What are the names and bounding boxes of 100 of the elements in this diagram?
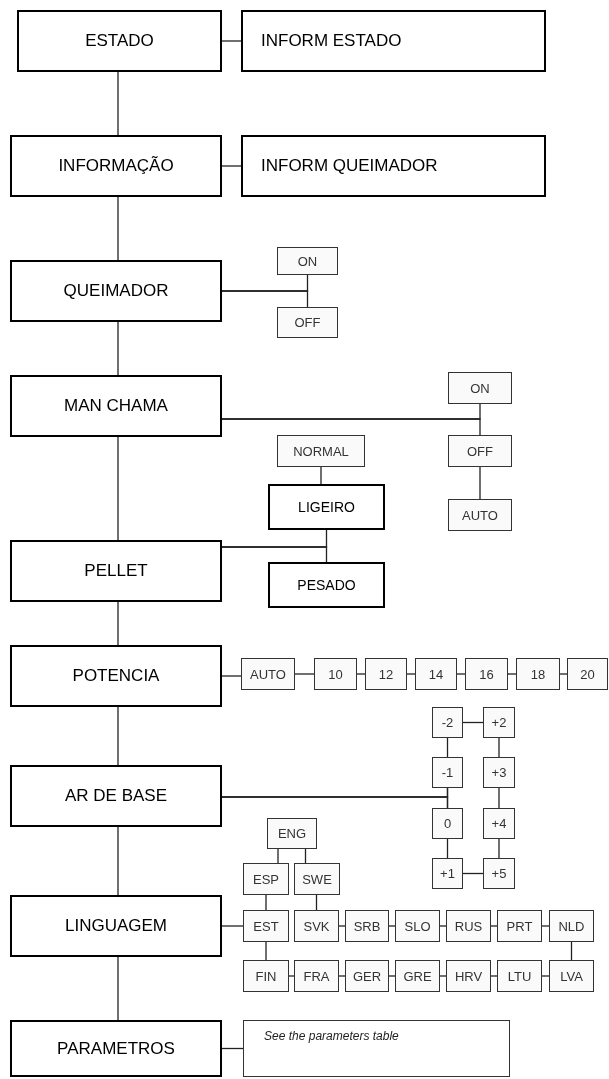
connector-line [294, 673, 315, 675]
connector-line [221, 290, 309, 308]
option-box [294, 863, 340, 895]
connector-line [388, 975, 396, 977]
menu-label: PELLET [84, 561, 148, 581]
option-label: SWE [302, 871, 332, 887]
connector-line [388, 925, 396, 927]
option-box [483, 808, 515, 839]
connector-line [221, 675, 242, 677]
option-label: ON [297, 253, 318, 269]
option-box [241, 658, 295, 690]
option-label: FIN [255, 968, 277, 984]
connector-line [117, 956, 119, 1021]
option-box [432, 808, 463, 839]
connector-line [117, 196, 119, 261]
option-box [432, 757, 463, 788]
option-label: LIGEIRO [298, 499, 355, 515]
option-box [567, 658, 608, 690]
info-label: INFORM ESTADO [261, 31, 402, 51]
menu-label: QUEIMADOR [63, 281, 169, 301]
connector-line [446, 838, 449, 859]
option-box [395, 910, 440, 942]
option-label: 20 [580, 666, 595, 682]
option-box [497, 910, 542, 942]
option-box [446, 960, 491, 992]
info-box [241, 135, 546, 197]
connector-line [456, 673, 466, 675]
menu-label: POTENCIA [72, 666, 160, 686]
option-box [314, 658, 357, 690]
connector-line [490, 925, 498, 927]
option-box [448, 435, 512, 467]
option-label: NORMAL [293, 443, 349, 459]
option-label: SVK [303, 918, 330, 934]
menu-box [10, 765, 222, 827]
connector-line [117, 71, 119, 136]
option-box [432, 707, 463, 738]
connector-line [338, 975, 346, 977]
info-label: INFORM QUEIMADOR [261, 156, 438, 176]
connector-line [221, 40, 242, 42]
option-box [446, 910, 491, 942]
option-label: 16 [479, 666, 494, 682]
connector-line [479, 466, 481, 500]
option-box [243, 863, 289, 895]
option-label: 14 [428, 666, 444, 682]
menu-box [10, 260, 222, 322]
menu-label: MAN CHAMA [64, 396, 168, 416]
option-label: RUS [454, 918, 483, 934]
connector-line [338, 925, 346, 927]
option-label: GER [352, 968, 382, 984]
option-label: PRT [506, 918, 533, 934]
option-box [483, 707, 515, 738]
option-label: LVA [560, 968, 583, 984]
option-label: AUTO [250, 666, 286, 682]
menu-box [10, 375, 222, 437]
option-box [277, 435, 365, 467]
option-box [483, 757, 515, 788]
menu-label: INFORMAÇÃO [58, 156, 174, 176]
connector-line [117, 321, 119, 376]
connector-line [288, 975, 295, 977]
option-label: OFF [294, 315, 321, 330]
option-box [243, 960, 289, 992]
option-label: 10 [328, 666, 343, 682]
connector-line [507, 673, 517, 675]
option-box [465, 658, 508, 690]
option-box [448, 372, 512, 404]
connector-line [406, 673, 416, 675]
connector-line [265, 941, 267, 961]
option-label: ESP [253, 871, 279, 887]
option-label: HRV [454, 968, 483, 984]
option-label: -2 [441, 715, 454, 730]
connector-line [498, 737, 500, 758]
option-label: 0 [443, 816, 452, 831]
info-box [241, 10, 546, 72]
connector-line [462, 721, 484, 724]
menu-label: AR DE BASE [64, 786, 167, 806]
option-label: GRE [403, 968, 432, 984]
connector-line [117, 706, 119, 766]
connector-line [265, 894, 267, 911]
option-box [497, 960, 542, 992]
connector-line [356, 673, 366, 675]
menu-box [10, 1020, 222, 1077]
option-label: 12 [378, 666, 394, 682]
option-box [516, 658, 560, 690]
option-label: FRA [303, 968, 330, 984]
option-box [415, 658, 457, 690]
option-label: +1 [440, 866, 455, 881]
option-box [243, 910, 289, 942]
connector-line [277, 848, 279, 864]
option-label: +3 [491, 765, 507, 780]
option-box [294, 910, 339, 942]
option-label: 18 [530, 666, 546, 682]
option-box [448, 499, 512, 531]
connector-line [498, 787, 500, 809]
option-label: NLD [558, 918, 585, 934]
option-label: AUTO [462, 507, 498, 523]
connector-line [559, 673, 568, 675]
option-box [365, 658, 407, 690]
option-label: SRB [353, 918, 381, 934]
option-label: -1 [441, 765, 454, 780]
connector-line [221, 165, 242, 167]
